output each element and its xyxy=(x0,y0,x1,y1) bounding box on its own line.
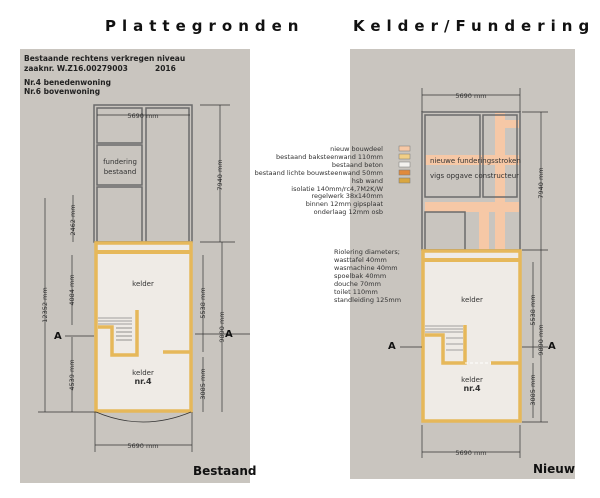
dim-2462: 2462 mm xyxy=(69,204,77,235)
kelder-walls-new xyxy=(421,249,522,423)
dimension-lines-new xyxy=(400,88,548,458)
dim-4539: 4539 mm xyxy=(68,359,76,390)
legend-label-beton: bestaand beton xyxy=(332,161,383,169)
label-bestaand: Bestaand xyxy=(193,464,257,478)
riolering-item: wasmachine 40mm xyxy=(334,264,398,272)
dim-4084: 4084 mm xyxy=(68,274,76,305)
staircase-new xyxy=(425,325,463,351)
hsb-detail: isolatie 140mm/rc4,7M2K/W xyxy=(291,185,383,193)
staircase xyxy=(98,317,132,341)
right-panel-nieuw: nieuwe funderingsstroken vigs opgave con… xyxy=(350,49,575,479)
hsb-detail: onderlaag 12mm osb xyxy=(314,208,383,216)
note-year: 2016 xyxy=(155,64,176,73)
legend-swatch xyxy=(398,169,411,176)
riolering-item: spoelbak 40mm xyxy=(334,272,386,280)
legend-label-lichte-bouwsteenwand: bestaand lichte bouwsteenwand 50mm xyxy=(255,169,383,177)
section-marker-right-new: A xyxy=(548,341,556,352)
note-nr6: Nr.6 bovenwoning xyxy=(24,87,100,96)
stair-wall-new xyxy=(425,325,467,365)
riolering-item: standleiding 125mm xyxy=(334,296,401,304)
legend-label-nieuw-bouwdeel: nieuw bouwdeel xyxy=(330,145,383,153)
room-fundering: fundering xyxy=(103,158,137,166)
dim-7940: 7940 mm xyxy=(216,159,224,190)
room-kelder-bottom: kelder xyxy=(132,369,154,377)
title-plattegronden: Plattegronden xyxy=(105,17,304,35)
note-niveau: Bestaande rechtens verkregen niveau xyxy=(24,54,185,63)
hsb-detail: binnen 12mm gipsplaat xyxy=(306,200,384,208)
label-nieuw: Nieuw xyxy=(533,462,575,476)
new-foundation-strips xyxy=(425,113,519,250)
room-nr4-new: nr.4 xyxy=(463,384,481,393)
stair-wall xyxy=(98,310,139,357)
room-bestaand: bestaand xyxy=(104,168,137,176)
annotation-funderingsstroken: nieuwe funderingsstroken xyxy=(430,157,521,165)
left-panel-bestaand: Bestaande rechtens verkregen niveau zaak… xyxy=(20,49,257,483)
legend-swatch xyxy=(398,145,411,152)
dim-top-width-new: 5690 mm xyxy=(455,92,486,100)
riolering-title: Riolering diameters; xyxy=(334,248,400,256)
dimension-lines xyxy=(38,104,250,452)
section-marker-left: A xyxy=(54,331,62,342)
dim-3085: 3085 mm xyxy=(199,368,207,399)
dim-3085-new: 3085 mm xyxy=(529,374,537,405)
dim-9890: 9890 mm xyxy=(218,311,226,342)
legend-swatch xyxy=(398,153,411,160)
room-kelder-top: kelder xyxy=(132,280,154,288)
dim-12352: 12352 mm xyxy=(41,287,49,322)
room-kelder-bottom-new: kelder xyxy=(461,376,483,384)
note-zaaknr: zaaknr. W.Z16.00279003 xyxy=(24,64,128,73)
dim-top-width: 5690 mm xyxy=(127,112,158,120)
legend: nieuw bouwdeel bestaand baksteenwand 110… xyxy=(255,145,411,304)
dim-5538: 5538 mm xyxy=(199,287,207,318)
annotation-constructeur: vigs opgave constructeur xyxy=(430,172,519,180)
riolering-item: douche 70mm xyxy=(334,280,381,288)
note-nr4: Nr.4 benedenwoning xyxy=(24,78,111,87)
dim-bottom-width: 5690 mm xyxy=(127,442,158,450)
riolering-item: toilet 110mm xyxy=(334,288,378,296)
room-nr4: nr.4 xyxy=(134,377,152,386)
section-marker-right: A xyxy=(225,329,233,340)
kelder-walls xyxy=(94,241,193,413)
legend-label-baksteenwand: bestaand baksteenwand 110mm xyxy=(276,153,383,161)
room-kelder-top-new: kelder xyxy=(461,296,483,304)
riolering-item: wasttafel 40mm xyxy=(334,256,387,264)
section-marker-left-new: A xyxy=(388,341,396,352)
legend-swatch xyxy=(398,177,411,184)
legend-swatch xyxy=(398,161,411,168)
dim-5538-new: 5538 mm xyxy=(529,294,537,325)
hsb-detail: regelwerk 38x140mm xyxy=(312,192,383,200)
legend-label-hsb-wand: hsb wand xyxy=(352,177,383,185)
dim-7940-new: 7940 mm xyxy=(537,167,545,198)
title-kelder-fundering: Kelder/Fundering xyxy=(353,17,595,35)
dim-bottom-width-new: 5690 mm xyxy=(455,449,486,457)
dim-9890-new: 9890 mm xyxy=(537,324,545,355)
